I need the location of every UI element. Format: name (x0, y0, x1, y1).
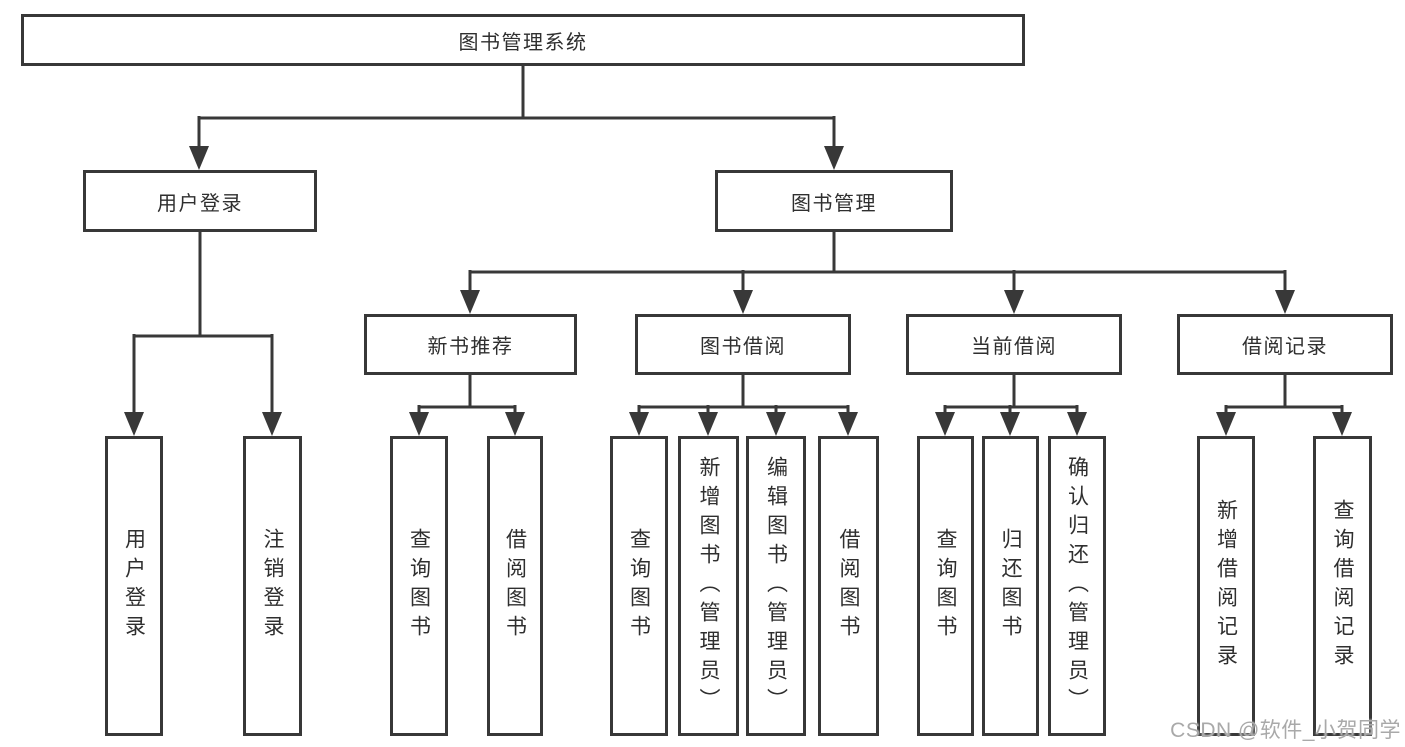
arrowhead-icon (124, 412, 144, 436)
leaf-query-books-recommend-label: 查询图书 (407, 528, 431, 644)
node-user-login-label: 用户登录 (157, 192, 243, 215)
connector-current-borrowing-to-leaves (935, 375, 1087, 436)
leaf-query-books-current-label: 查询图书 (934, 528, 957, 644)
leaf-borrow-books-borrowing: 借阅图书 (818, 436, 879, 736)
arrowhead-icon (824, 146, 844, 170)
leaf-add-book-admin-label: 新增图书（管理员） (697, 455, 720, 717)
leaf-borrow-books-recommend: 借阅图书 (487, 436, 543, 736)
leaf-add-borrow-record: 新增借阅记录 (1197, 436, 1255, 736)
arrowhead-icon (1332, 412, 1352, 436)
connector-borrowing-records-to-leaves (1216, 375, 1352, 436)
leaf-return-books-label: 归还图书 (999, 528, 1022, 644)
node-book-borrowing-label: 图书借阅 (700, 336, 786, 358)
leaf-query-borrow-record: 查询借阅记录 (1313, 436, 1372, 736)
leaf-query-books-borrowing-label: 查询图书 (627, 528, 651, 644)
node-borrowing-records: 借阅记录 (1177, 314, 1393, 375)
leaf-return-books: 归还图书 (982, 436, 1039, 736)
leaf-logout-label: 注销登录 (261, 528, 284, 644)
connector-new-book-recommend-to-leaves (409, 375, 525, 436)
node-library-management-system-label: 图书管理系统 (458, 31, 588, 54)
arrowhead-icon (1004, 290, 1024, 314)
node-current-borrowing-label: 当前借阅 (971, 336, 1057, 358)
arrowhead-icon (1275, 290, 1295, 314)
arrowhead-icon (460, 290, 480, 314)
arrowhead-icon (1000, 412, 1020, 436)
leaf-borrow-books-recommend-label: 借阅图书 (503, 528, 527, 644)
leaf-query-books-borrowing: 查询图书 (610, 436, 668, 736)
leaf-edit-book-admin: 编辑图书（管理员） (746, 436, 806, 736)
leaf-add-book-admin: 新增图书（管理员） (678, 436, 739, 736)
leaf-edit-book-admin-label: 编辑图书（管理员） (764, 455, 788, 717)
node-user-login: 用户登录 (83, 170, 317, 232)
arrowhead-icon (1216, 412, 1236, 436)
leaf-logout: 注销登录 (243, 436, 302, 736)
arrowhead-icon (189, 146, 209, 170)
arrowhead-icon (629, 412, 649, 436)
node-current-borrowing: 当前借阅 (906, 314, 1122, 375)
node-book-borrowing: 图书借阅 (635, 314, 851, 375)
leaf-user-login: 用户登录 (105, 436, 163, 736)
arrowhead-icon (733, 290, 753, 314)
arrowhead-icon (838, 412, 858, 436)
leaf-confirm-return-admin-label: 确认归还（管理员） (1065, 455, 1089, 717)
arrowhead-icon (698, 412, 718, 436)
node-borrowing-records-label: 借阅记录 (1242, 336, 1328, 358)
node-library-management-system: 图书管理系统 (21, 14, 1025, 66)
csdn-watermark: CSDN @软件_小贺同学 (1170, 719, 1401, 742)
leaf-borrow-books-borrowing-label: 借阅图书 (837, 528, 860, 644)
connector-book-borrowing-to-leaves (629, 375, 858, 436)
arrowhead-icon (409, 412, 429, 436)
leaf-add-borrow-record-label: 新增借阅记录 (1214, 499, 1238, 673)
leaf-confirm-return-admin: 确认归还（管理员） (1048, 436, 1106, 736)
arrowhead-icon (262, 412, 282, 436)
node-book-management: 图书管理 (715, 170, 953, 232)
connector-user-login-to-leaves (124, 232, 282, 436)
arrowhead-icon (1067, 412, 1087, 436)
connector-book-management-to-level3 (460, 232, 1295, 314)
leaf-query-borrow-record-label: 查询借阅记录 (1331, 499, 1354, 673)
node-new-book-recommend: 新书推荐 (364, 314, 577, 375)
arrowhead-icon (935, 412, 955, 436)
connector-root-to-level2 (189, 66, 844, 170)
node-book-management-label: 图书管理 (791, 192, 877, 215)
leaf-user-login-label: 用户登录 (122, 528, 146, 644)
leaf-query-books-current: 查询图书 (917, 436, 974, 736)
node-new-book-recommend-label: 新书推荐 (427, 336, 514, 358)
arrowhead-icon (766, 412, 786, 436)
arrowhead-icon (505, 412, 525, 436)
leaf-query-books-recommend: 查询图书 (390, 436, 448, 736)
